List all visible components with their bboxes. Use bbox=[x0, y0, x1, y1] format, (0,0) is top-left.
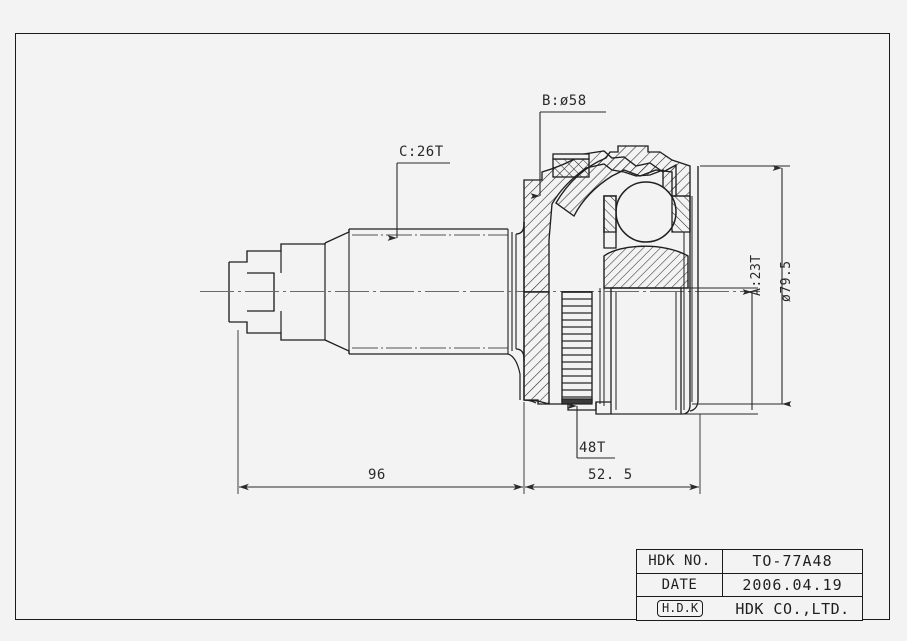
title-block-row-part-number: HDK NO. TO-77A48 bbox=[637, 550, 862, 574]
dimension-joint-length: 52. 5 bbox=[588, 467, 633, 483]
value-part-number: TO-77A48 bbox=[752, 552, 833, 571]
annotation-spline-c: C:26T bbox=[399, 144, 444, 160]
annotation-outer-diameter: ø79.5 bbox=[779, 260, 794, 302]
annotation-spline-a: A:23T bbox=[749, 254, 764, 296]
hdk-logo: H.D.K bbox=[637, 597, 723, 620]
title-block-row-company: H.D.K HDK CO.,LTD. bbox=[637, 597, 862, 620]
title-block: HDK NO. TO-77A48 DATE 2006.04.19 H.D.K H… bbox=[636, 549, 863, 621]
label-date: DATE bbox=[637, 573, 723, 597]
annotation-tone-ring: 48T bbox=[579, 440, 606, 456]
title-block-row-date: DATE 2006.04.19 bbox=[637, 573, 862, 598]
label-hdk-no: HDK NO. bbox=[637, 550, 723, 573]
dimension-shaft-length: 96 bbox=[368, 467, 386, 483]
hdk-logo-text: H.D.K bbox=[656, 600, 704, 618]
company-name: HDK CO.,LTD. bbox=[735, 599, 850, 618]
value-date: 2006.04.19 bbox=[742, 576, 843, 594]
annotation-diameter-b: B:ø58 bbox=[542, 93, 587, 109]
drawing-frame-border bbox=[15, 33, 890, 620]
